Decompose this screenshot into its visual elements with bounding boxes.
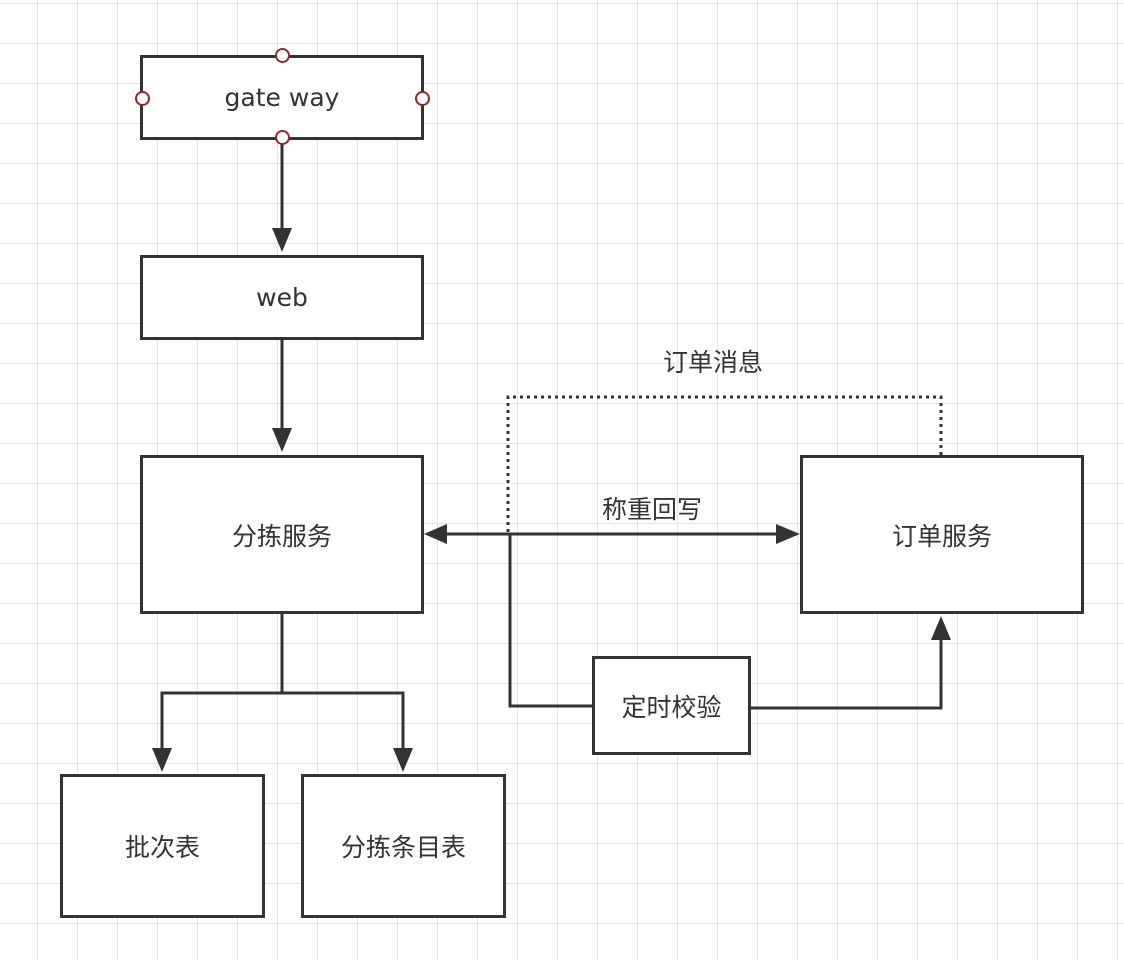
weight-writeback-label: 称重回写 bbox=[602, 495, 703, 524]
arrowhead-order-service bbox=[931, 616, 951, 640]
sorting-service-node[interactable]: 分拣服务 bbox=[140, 455, 424, 614]
gateway-node[interactable]: gate way bbox=[140, 55, 424, 140]
sorting-item-table-node[interactable]: 分拣条目表 bbox=[301, 774, 506, 918]
scheduled-check-label: 定时校验 bbox=[621, 692, 722, 722]
arrowhead-left-sorting bbox=[424, 524, 447, 544]
arrowhead-sorting-item-table bbox=[393, 748, 413, 772]
batch-table-node[interactable]: 批次表 bbox=[60, 774, 265, 918]
arrowhead-right-order bbox=[776, 524, 800, 544]
batch-table-label: 批次表 bbox=[124, 833, 200, 862]
order-service-node[interactable]: 订单服务 bbox=[800, 455, 1084, 614]
arrowhead-sorting-service bbox=[272, 428, 292, 452]
arrowhead-batch-table bbox=[152, 748, 172, 772]
order-service-label: 订单服务 bbox=[891, 521, 992, 551]
order-message-label: 订单消息 bbox=[663, 348, 764, 377]
arrowhead-web bbox=[272, 228, 292, 252]
edge-scheduled-check-order bbox=[749, 638, 943, 710]
sorting-service-label: 分拣服务 bbox=[231, 521, 332, 551]
connection-handle-left[interactable] bbox=[135, 91, 150, 106]
edge-to-batch-table bbox=[160, 691, 282, 750]
connection-handle-top[interactable] bbox=[275, 48, 290, 63]
web-node[interactable]: web bbox=[140, 255, 424, 340]
connection-handle-right[interactable] bbox=[415, 91, 430, 106]
connection-handle-bottom[interactable] bbox=[275, 130, 290, 145]
sorting-item-table-label: 分拣条目表 bbox=[340, 833, 466, 862]
edge-order-message bbox=[506, 395, 943, 533]
edge-to-sorting-item-table bbox=[282, 691, 405, 750]
edge-to-scheduled-check bbox=[508, 534, 594, 708]
web-label: web bbox=[256, 283, 308, 312]
gateway-label: gate way bbox=[224, 83, 340, 112]
scheduled-check-node[interactable]: 定时校验 bbox=[592, 656, 751, 755]
